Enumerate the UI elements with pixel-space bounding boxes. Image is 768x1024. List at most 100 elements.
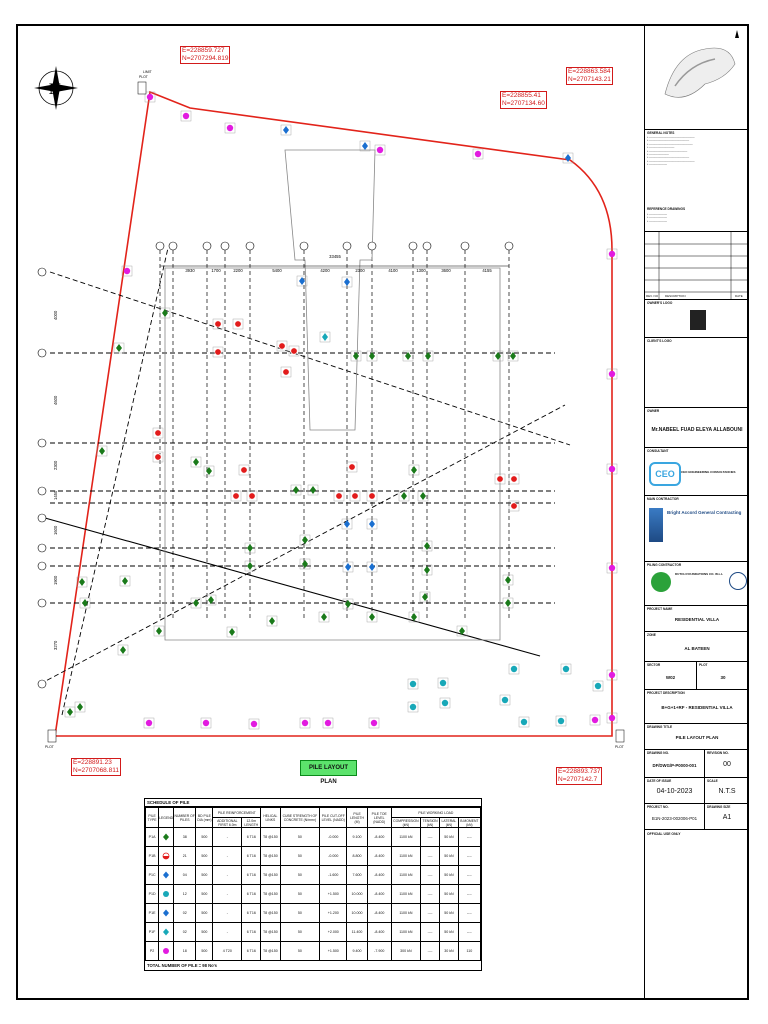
grid-bubble bbox=[342, 241, 352, 251]
schedule-cell: - bbox=[212, 922, 243, 942]
schedule-cell: -8.400 bbox=[366, 827, 392, 847]
schedule-cell: ---- bbox=[420, 922, 441, 942]
schedule-cell: ---- bbox=[420, 865, 441, 885]
pile-marker bbox=[417, 490, 429, 502]
schedule-cell: 02 bbox=[173, 903, 197, 923]
schedule-cell: 1100 kN bbox=[390, 846, 422, 866]
grid-bubble bbox=[504, 241, 514, 251]
key-plan bbox=[645, 24, 749, 130]
schedule-cell: 300 kN bbox=[390, 941, 422, 961]
schedule-cell: 1100 kN bbox=[390, 884, 422, 904]
svg-text:1600: 1600 bbox=[53, 525, 58, 535]
dim-1700: 1700 bbox=[211, 268, 221, 273]
schedule-cell: 1100 kN bbox=[390, 827, 422, 847]
schedule-cell: 500 bbox=[195, 865, 214, 885]
schedule-cell: 10.000 bbox=[346, 884, 368, 904]
schedule-cell: 10.000 bbox=[346, 903, 368, 923]
pile-marker bbox=[96, 445, 108, 457]
pile-marker bbox=[606, 368, 618, 380]
pile-marker bbox=[508, 473, 520, 485]
schedule-cell: -0.000 bbox=[319, 827, 348, 847]
schedule-cell: +1.200 bbox=[319, 903, 348, 923]
pile-marker bbox=[560, 663, 572, 675]
left-dimensions: 4000 4600 2300 1450 1600 1900 3270 bbox=[53, 310, 58, 650]
pile-marker bbox=[508, 663, 520, 675]
pile-marker bbox=[322, 717, 334, 729]
pile-marker bbox=[407, 701, 419, 713]
pile-marker bbox=[307, 484, 319, 496]
pile-marker bbox=[555, 715, 567, 727]
pile-marker bbox=[366, 561, 378, 573]
pile-marker bbox=[203, 465, 215, 477]
schedule-cell: 50 kN bbox=[439, 846, 459, 866]
grid-bubble bbox=[37, 598, 47, 608]
grid-bubble bbox=[245, 241, 255, 251]
schedule-cell: T8 @150 bbox=[260, 903, 281, 923]
schedule-cell: P1F bbox=[144, 922, 160, 942]
project-name: PROJECT NAME RESIDENTIAL VILLA bbox=[645, 606, 749, 632]
pile-marker bbox=[212, 318, 224, 330]
dim-2200: 2200 bbox=[233, 268, 243, 273]
schedule-cell: 11.400 bbox=[346, 922, 368, 942]
pile-marker bbox=[152, 451, 164, 463]
pile-marker bbox=[238, 464, 250, 476]
pile-marker bbox=[502, 574, 514, 586]
pile-marker bbox=[407, 678, 419, 690]
date-scale: DATE OF ISSUE 04-10-2023 SCALE N.T.S bbox=[645, 778, 749, 804]
pile-marker bbox=[190, 597, 202, 609]
pile-marker bbox=[64, 706, 76, 718]
pile-marker bbox=[606, 248, 618, 260]
pile-marker bbox=[341, 276, 353, 288]
schedule-cell: 1100 kN bbox=[390, 922, 422, 942]
svg-text:N: N bbox=[49, 81, 61, 98]
schedule-cell: 9.100 bbox=[346, 827, 368, 847]
dimension-row: 3930 1700 2200 5400 4200 2300 4100 1300 … bbox=[160, 254, 509, 273]
drawing-title: DRAWING TITLE PILE LAYOUT PLAN bbox=[645, 724, 749, 750]
schedule-cell: ---- bbox=[457, 846, 482, 866]
pile-marker bbox=[589, 714, 601, 726]
pile-marker bbox=[421, 540, 433, 552]
schedule-cell: 50 bbox=[279, 865, 321, 885]
pile-marker bbox=[408, 464, 420, 476]
pile-marker bbox=[276, 340, 288, 352]
legend-symbol-icon bbox=[158, 865, 175, 885]
dim-3600: 3600 bbox=[441, 268, 451, 273]
pile-marker bbox=[366, 518, 378, 530]
col-length: PILE LENGTH (M) bbox=[346, 807, 368, 828]
grid-bubble bbox=[37, 513, 47, 523]
pile-marker bbox=[299, 534, 311, 546]
grid-bubble bbox=[37, 679, 47, 689]
schedule-cell: 50 bbox=[279, 827, 321, 847]
svg-text:2300: 2300 bbox=[53, 460, 58, 470]
schedule-cell: 12 bbox=[173, 884, 197, 904]
plot-markers: PLOT LIMIT PLOT PLOT bbox=[45, 70, 625, 749]
schedule-cell: 6 T16 bbox=[241, 922, 262, 942]
grid-lines bbox=[39, 247, 571, 716]
iso-seal-icon bbox=[729, 572, 747, 590]
schedule-cell: ---- bbox=[420, 827, 441, 847]
schedule-cell: 6 T16 bbox=[241, 941, 262, 961]
schedule-cell: ---- bbox=[420, 941, 441, 961]
schedule-cell: - bbox=[212, 827, 243, 847]
pile-marker bbox=[319, 331, 331, 343]
pile-marker bbox=[374, 144, 386, 156]
pile-marker bbox=[349, 490, 361, 502]
pile-marker bbox=[212, 346, 224, 358]
pile-marker bbox=[143, 717, 155, 729]
pile-marker bbox=[76, 576, 88, 588]
schedule-cell: 50 kN bbox=[439, 827, 459, 847]
pile-marker bbox=[299, 717, 311, 729]
schedule-cell: 500 bbox=[195, 941, 214, 961]
main-contractor: MAIN CONTRACTOR Bright Accord General Co… bbox=[645, 496, 749, 562]
schedule-cell: 6 T16 bbox=[241, 884, 262, 904]
schedule-cell: 50 bbox=[279, 903, 321, 923]
plot-boundary bbox=[54, 90, 613, 737]
schedule-cell: ---- bbox=[457, 865, 482, 885]
schedule-cell: 50 bbox=[279, 922, 321, 942]
consultant: CONSULTANT CEO CEO ENGINEERING CONSULTAN… bbox=[645, 448, 749, 496]
project-description: PROJECT DESCRIPTION B+G+1+RF - RESIDENTI… bbox=[645, 690, 749, 724]
pile-marker bbox=[288, 345, 300, 357]
